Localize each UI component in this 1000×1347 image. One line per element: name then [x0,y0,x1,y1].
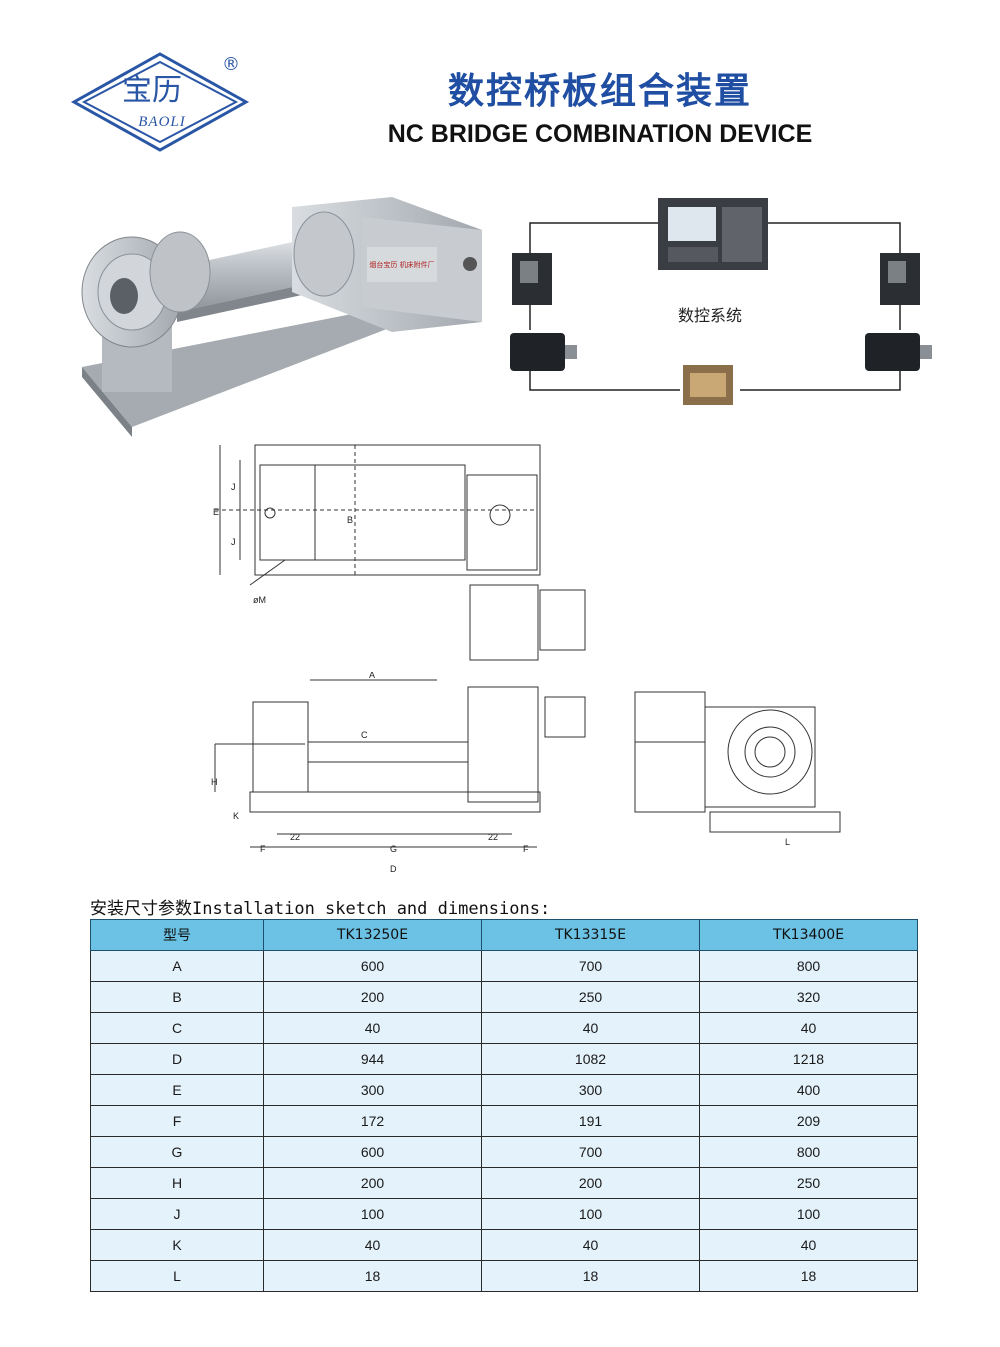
section-title-en: Installation sketch and dimensions: [192,899,551,919]
table-cell-value: 100 [263,1198,482,1230]
dim-label-f-left: F [260,844,266,854]
table-cell-parameter: L [90,1260,264,1292]
table-cell-parameter: J [90,1198,264,1230]
logo-text-cn: 宝历 [122,73,182,108]
table-cell-value: 191 [481,1105,700,1137]
baoli-logo: 宝历 BAOLI ® [70,52,250,152]
table-cell-value: 400 [699,1074,918,1106]
nameplate-text: 烟台宝历 机床附件厂 [369,260,434,269]
table-cell-value: 18 [481,1260,700,1292]
dim-label-b: B [347,515,353,525]
section-title: 安装尺寸参数Installation sketch and dimensions… [90,894,550,919]
table-cell-value: 1082 [481,1043,700,1075]
side-view-drawing: A C H K 22 22 F G F D [211,672,586,874]
table-cell-value: 18 [263,1260,482,1292]
table-cell-value: 300 [481,1074,700,1106]
header-model: 型号 [90,919,264,951]
table-cell-value: 250 [481,981,700,1013]
table-cell-value: 18 [699,1260,918,1292]
table-cell-parameter: A [90,950,264,982]
table-cell-value: 600 [263,950,482,982]
dim-label-22-right: 22 [488,832,498,842]
dim-label-c: C [361,730,368,740]
table-cell-value: 40 [263,1012,482,1044]
section-title-cn: 安装尺寸参数 [90,899,192,919]
servo-motor-left [510,333,565,371]
table-cell-value: 40 [481,1012,700,1044]
table-cell-parameter: D [90,1043,264,1075]
end-view-drawing: L [634,691,841,847]
table-cell-value: 800 [699,950,918,982]
table-cell-value: 300 [263,1074,482,1106]
table-cell-parameter: C [90,1012,264,1044]
servo-motor-right [865,333,920,371]
table-cell-parameter: H [90,1167,264,1199]
table-cell-value: 40 [699,1229,918,1261]
table-cell-value: 40 [263,1229,482,1261]
dim-label-22-left: 22 [290,832,300,842]
dim-label-j1: J [231,482,236,492]
table-cell-value: 172 [263,1105,482,1137]
table-cell-value: 209 [699,1105,918,1137]
dim-label-j2: J [231,537,236,547]
control-system-diagram [510,198,932,405]
table-cell-parameter: G [90,1136,264,1168]
table-cell-value: 200 [263,981,482,1013]
table-cell-value: 100 [481,1198,700,1230]
header-tk13250e: TK13250E [263,919,482,951]
table-cell-value: 944 [263,1043,482,1075]
page-title-en: NC BRIDGE COMBINATION DEVICE [387,120,813,148]
dim-label-a: A [369,672,375,680]
table-cell-parameter: E [90,1074,264,1106]
dim-label-d: D [390,864,397,874]
top-view-drawing: E J J B øM [213,444,586,661]
header-tk13315e: TK13315E [481,919,700,951]
table-cell-value: 320 [699,981,918,1013]
table-cell-value: 40 [699,1012,918,1044]
logo-text-en: BAOLI [138,114,186,130]
table-cell-value: 1218 [699,1043,918,1075]
table-header-row: 型号 TK13250E TK13315E TK13400E [90,919,918,951]
dim-label-m: øM [253,595,266,605]
table-cell-value: 200 [481,1167,700,1199]
control-system-label: 数控系统 [677,306,742,325]
dim-label-l: L [785,837,790,847]
table-cell-value: 800 [699,1136,918,1168]
table-cell-value: 250 [699,1167,918,1199]
dim-label-g: G [390,844,397,854]
table-cell-value: 40 [481,1229,700,1261]
dim-label-h: H [211,777,218,787]
dim-label-k: K [233,811,239,821]
dim-label-e: E [213,507,219,517]
header-tk13400e: TK13400E [699,919,918,951]
table-cell-parameter: F [90,1105,264,1137]
product-photo: 烟台宝历 机床附件厂 [81,197,482,437]
table-cell-parameter: B [90,981,264,1013]
table-cell-value: 700 [481,950,700,982]
dim-label-f-right: F [523,844,529,854]
page-title-cn: 数控桥板组合装置 [447,71,752,112]
table-cell-parameter: K [90,1229,264,1261]
table-cell-value: 700 [481,1136,700,1168]
registered-mark: ® [222,54,240,75]
table-cell-value: 200 [263,1167,482,1199]
table-cell-value: 100 [699,1198,918,1230]
table-cell-value: 600 [263,1136,482,1168]
